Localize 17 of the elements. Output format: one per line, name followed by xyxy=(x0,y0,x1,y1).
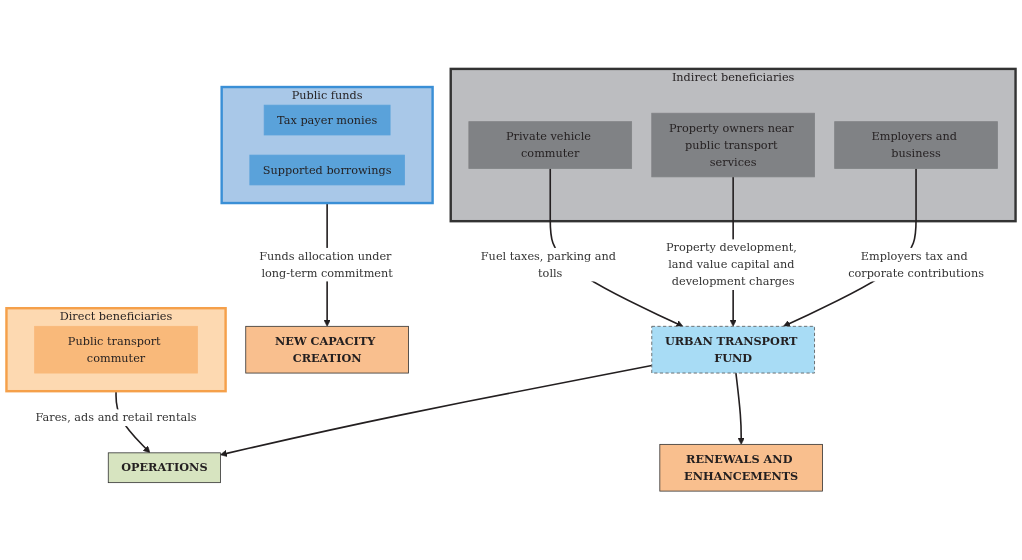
edge-label: Fuel taxes, parking and tolls xyxy=(480,249,617,280)
node-box: Private vehicle commuter xyxy=(468,121,633,169)
node-box: NEW CAPACITY CREATION xyxy=(245,325,409,374)
edge-label: Employers tax and corporate contributions xyxy=(848,249,984,280)
node-box: Public transport commuter xyxy=(34,325,198,374)
arrow xyxy=(735,372,745,445)
edge-label: Fares, ads and retail rentals xyxy=(35,410,197,424)
node-box: RENEWALS AND ENHANCEMENTS xyxy=(659,443,823,492)
node-box: Tax payer monies xyxy=(263,104,391,136)
node-box: Employers and business xyxy=(834,121,998,169)
node-box: Property owners near public transport services xyxy=(651,112,815,178)
node-box: Supported borrowings xyxy=(249,154,405,186)
edge-label: Property development, land value capital and development charges xyxy=(665,240,797,288)
arrow xyxy=(220,364,653,457)
node-box: URBAN TRANSPORT FUND xyxy=(651,325,815,374)
edge-label: Funds allocation under long-term commitment xyxy=(259,249,393,280)
node-box: OPERATIONS xyxy=(107,452,221,484)
